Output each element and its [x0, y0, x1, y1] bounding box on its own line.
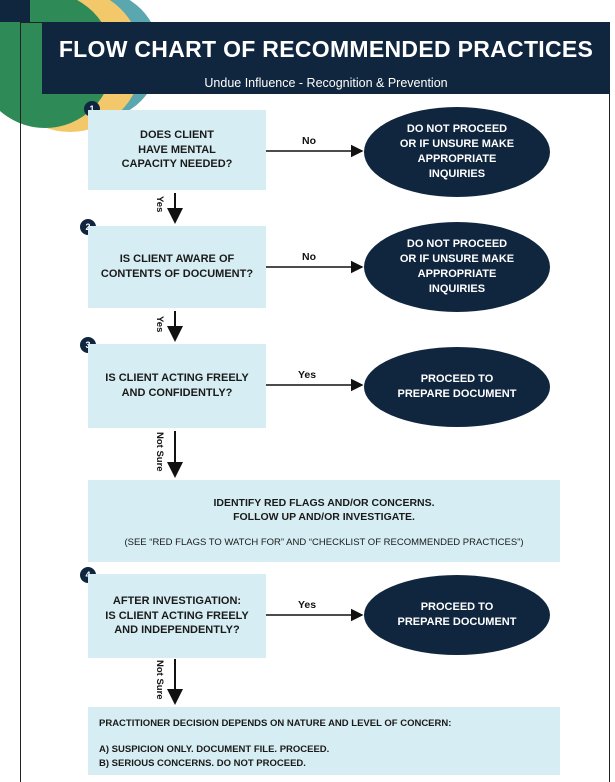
- investigate-box: IDENTIFY RED FLAGS AND/OR CONCERNS. FOLL…: [88, 480, 560, 562]
- question-box-3: IS CLIENT ACTING FREELY AND CONFIDENTLY?: [88, 344, 266, 428]
- outcome-ellipse-3: PROCEED TO PREPARE DOCUMENT: [364, 347, 550, 427]
- branch-label-1: No: [302, 135, 316, 147]
- question-box-4: AFTER INVESTIGATION: IS CLIENT ACTING FR…: [88, 574, 266, 658]
- page-title: FLOW CHART OF RECOMMENDED PRACTICES: [58, 36, 594, 62]
- header-banner: FLOW CHART OF RECOMMENDED PRACTICES Undu…: [42, 22, 610, 94]
- investigate-note: (SEE “RED FLAGS TO WATCH FOR” AND “CHECK…: [124, 537, 524, 548]
- decision-heading: PRACTITIONER DECISION DEPENDS ON NATURE …: [99, 718, 452, 729]
- branch-label-3: Yes: [298, 369, 317, 381]
- branch-label-4: Yes: [298, 599, 317, 611]
- decision-option-b: B) SERIOUS CONCERNS. DO NOT PROCEED.: [99, 758, 306, 769]
- decision-box: PRACTITIONER DECISION DEPENDS ON NATURE …: [88, 707, 560, 775]
- down-label-3: Not Sure: [154, 432, 165, 472]
- down-label-2: Yes: [154, 316, 165, 333]
- outcome-ellipse-4: PROCEED TO PREPARE DOCUMENT: [364, 575, 550, 655]
- branch-label-2: No: [302, 251, 316, 263]
- page-subtitle: Undue Influence - Recognition & Preventi…: [204, 76, 448, 90]
- down-label-4: Not Sure: [154, 660, 165, 700]
- investigate-line-1: IDENTIFY RED FLAGS AND/OR CONCERNS.: [213, 497, 435, 509]
- outcome-ellipse-1: DO NOT PROCEED OR IF UNSURE MAKE APPROPR…: [364, 107, 550, 197]
- investigate-line-2: FOLLOW UP AND/OR INVESTIGATE.: [233, 511, 415, 523]
- outcome-ellipse-2: DO NOT PROCEED OR IF UNSURE MAKE APPROPR…: [364, 222, 550, 312]
- down-label-1: Yes: [154, 196, 165, 213]
- question-box-2: IS CLIENT AWARE OF CONTENTS OF DOCUMENT?: [88, 226, 266, 308]
- question-box-1: DOES CLIENT HAVE MENTAL CAPACITY NEEDED?: [88, 110, 266, 190]
- decision-option-a: A) SUSPICION ONLY. DOCUMENT FILE. PROCEE…: [99, 744, 330, 755]
